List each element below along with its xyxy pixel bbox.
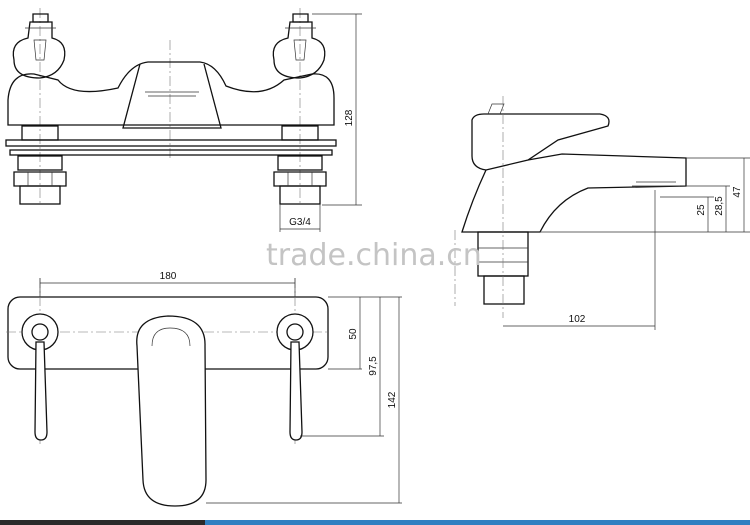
bottom-bar	[0, 520, 750, 525]
dim-plan-width: 180	[160, 271, 177, 282]
dim-thread: G3/4	[289, 217, 311, 228]
dim-plan-depth-1: 50	[348, 328, 359, 340]
watermark: trade.china.cn	[266, 238, 482, 273]
bottom-bar-blue-segment	[205, 520, 750, 525]
front-view: 128 G3/4	[5, 8, 362, 232]
bottom-bar-dark-segment	[0, 520, 205, 525]
side-view: 102 47 28,5 25	[454, 96, 750, 330]
dim-side-outlet-height: 25	[696, 204, 707, 216]
dim-front-height: 128	[344, 109, 355, 126]
dim-side-mid-height: 28,5	[714, 196, 725, 216]
plan-view: 180 50 97,5 142	[6, 271, 402, 507]
dim-plan-depth-2: 97,5	[368, 356, 379, 376]
dim-side-total-height: 47	[732, 186, 743, 198]
dim-plan-depth-3: 142	[387, 391, 398, 408]
dim-side-reach: 102	[569, 314, 586, 325]
